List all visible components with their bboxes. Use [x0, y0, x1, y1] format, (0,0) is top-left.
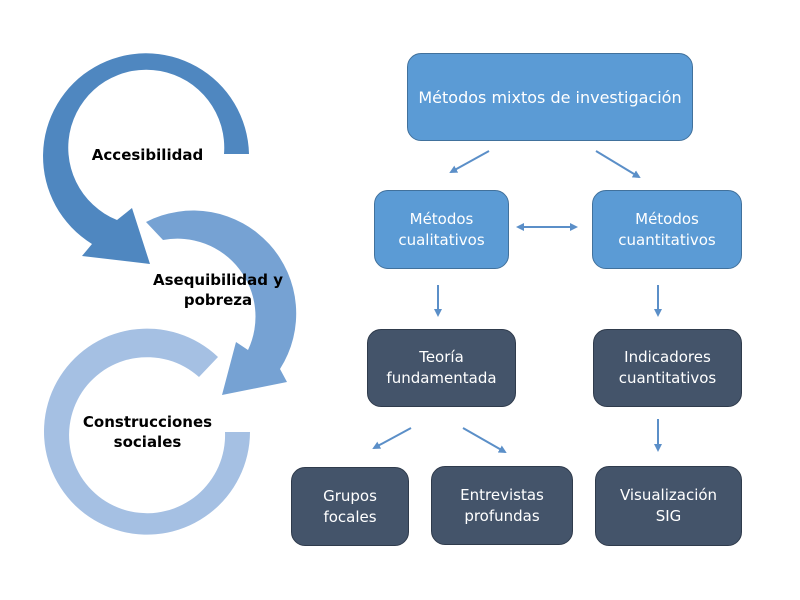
cycle-label-construcciones: Construcciones sociales: [82, 413, 213, 451]
node-entrevistas-profundas: Entrevistas profundas: [431, 466, 573, 545]
node-metodos-mixtos: Métodos mixtos de investigación: [407, 53, 693, 141]
cycle-arrow-accesibilidad: [43, 53, 250, 265]
node-grupos-focales: Grupos focales: [291, 467, 409, 546]
node-teoria-fundamentada: Teoría fundamentada: [367, 329, 516, 407]
node-metodos-cuantitativos: Métodos cuantitativos: [592, 190, 742, 269]
cycle-arrow-asequibilidad: [146, 210, 297, 395]
node-indicadores-cuantitativos: Indicadores cuantitativos: [593, 329, 742, 407]
cycle-label-accesibilidad: Accesibilidad: [91, 146, 204, 164]
node-metodos-cualitativos: Métodos cualitativos: [374, 190, 509, 269]
cycle-label-asequibilidad: Asequibilidad y pobreza: [152, 271, 284, 309]
node-visualizacion-sig: Visualización SIG: [595, 466, 742, 546]
